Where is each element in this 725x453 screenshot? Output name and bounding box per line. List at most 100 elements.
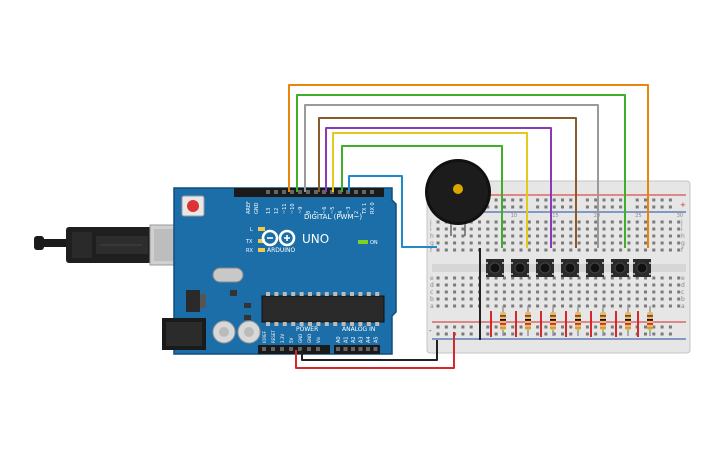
arduino-logo-icon	[261, 229, 296, 247]
analog-pin-label: A2	[351, 336, 357, 343]
row-letter: d	[681, 282, 685, 289]
pin-hole[interactable]	[338, 190, 342, 194]
pin-hole[interactable]	[336, 347, 340, 351]
wire	[295, 332, 455, 369]
digital-pin-label: ~5	[330, 207, 336, 214]
digital-pin-label: RX 0	[370, 202, 376, 214]
row-letter: d	[430, 282, 434, 289]
pin-hole[interactable]	[358, 347, 363, 351]
row-letter: g	[430, 240, 434, 247]
power-pin-label: GND	[307, 334, 312, 343]
pin-hole[interactable]	[362, 190, 366, 194]
analog-pin-label: A4	[366, 336, 372, 343]
digital-pin-label: ~3	[346, 207, 352, 214]
pin-hole[interactable]	[354, 190, 358, 194]
resistor	[565, 306, 581, 337]
row-letter: b	[681, 296, 685, 303]
pin-hole[interactable]	[262, 347, 266, 351]
digital-pin-label: ~10	[290, 203, 296, 214]
piezo-buzzer[interactable]	[425, 159, 491, 236]
model-label: UNO	[302, 232, 329, 246]
push-buttons[interactable]	[486, 259, 651, 277]
pin-hole[interactable]	[314, 190, 318, 194]
push-button[interactable]	[586, 259, 604, 277]
aref-label: AREF	[246, 201, 252, 214]
wire	[304, 104, 599, 248]
push-button[interactable]	[633, 259, 651, 277]
pin-hole[interactable]	[274, 190, 278, 194]
wire	[325, 127, 552, 248]
rail-minus-bottom: -	[429, 327, 432, 335]
wire	[332, 132, 528, 248]
push-button[interactable]	[611, 259, 629, 277]
power-pin-label: 3.3V	[280, 334, 285, 343]
pin-hole[interactable]	[266, 190, 270, 194]
wire	[296, 94, 626, 248]
analog-label: ANALOG IN	[342, 326, 375, 333]
power-pin-label: 5V	[289, 337, 294, 343]
row-letter: c	[681, 289, 684, 296]
rail-plus-top: +	[680, 201, 686, 209]
pin-hole[interactable]	[282, 190, 286, 194]
digital-pin-label: 4	[338, 211, 344, 214]
wires	[288, 84, 649, 369]
pin-hole[interactable]	[373, 347, 378, 351]
pin-hole[interactable]	[322, 190, 326, 194]
pin-hole[interactable]	[343, 347, 348, 351]
digital-pin-label: 8	[306, 211, 312, 214]
capacitors	[212, 320, 261, 344]
digital-pin-label: 7	[314, 211, 320, 214]
resistor	[615, 306, 631, 337]
gnd-label: GND	[254, 202, 260, 214]
pin-hole[interactable]	[280, 347, 284, 351]
wire	[301, 340, 438, 361]
analog-header[interactable]	[334, 345, 380, 354]
l-led-label: L	[250, 227, 253, 233]
resistors	[490, 306, 653, 337]
pin-hole[interactable]	[306, 190, 310, 194]
row-letter: h	[430, 233, 434, 240]
power-header[interactable]	[258, 345, 330, 354]
pin-hole[interactable]	[271, 347, 275, 351]
row-letter: b	[430, 296, 434, 303]
power-pin-label: GND	[298, 334, 303, 343]
pin-hole[interactable]	[307, 347, 311, 351]
pin-hole[interactable]	[298, 190, 302, 194]
wire	[341, 145, 503, 248]
row-letter: e	[681, 275, 685, 282]
push-button[interactable]	[486, 259, 504, 277]
on-label: ON	[370, 240, 378, 246]
pin-hole[interactable]	[316, 347, 320, 351]
row-letter: i	[430, 226, 432, 233]
pin-hole[interactable]	[370, 190, 374, 194]
analog-pin-label: A0	[336, 336, 342, 343]
row-letter: g	[681, 240, 685, 247]
resistor	[490, 306, 506, 337]
row-letter: e	[430, 275, 434, 282]
column-number: 10	[511, 213, 517, 219]
digital-pin-label: ~9	[298, 207, 304, 214]
power-pin-label: RESET	[271, 330, 276, 343]
wire	[318, 117, 577, 248]
resistor	[540, 306, 556, 337]
push-button[interactable]	[536, 259, 554, 277]
push-button[interactable]	[561, 259, 579, 277]
power-label: POWER	[296, 326, 318, 333]
column-number: 20	[594, 213, 600, 219]
pin-hole[interactable]	[290, 190, 294, 194]
digital-pin-label: 2	[354, 211, 360, 214]
analog-pin-label: A1	[344, 336, 350, 343]
column-number: 30	[677, 213, 683, 219]
pin-hole[interactable]	[298, 347, 302, 351]
pin-hole[interactable]	[366, 347, 370, 351]
digital-pin-label: 12	[274, 208, 280, 214]
pin-hole[interactable]	[289, 347, 293, 351]
wire	[348, 175, 437, 248]
pin-hole[interactable]	[351, 347, 355, 351]
digital-pin-label: TX 1	[362, 203, 368, 215]
push-button[interactable]	[511, 259, 529, 277]
